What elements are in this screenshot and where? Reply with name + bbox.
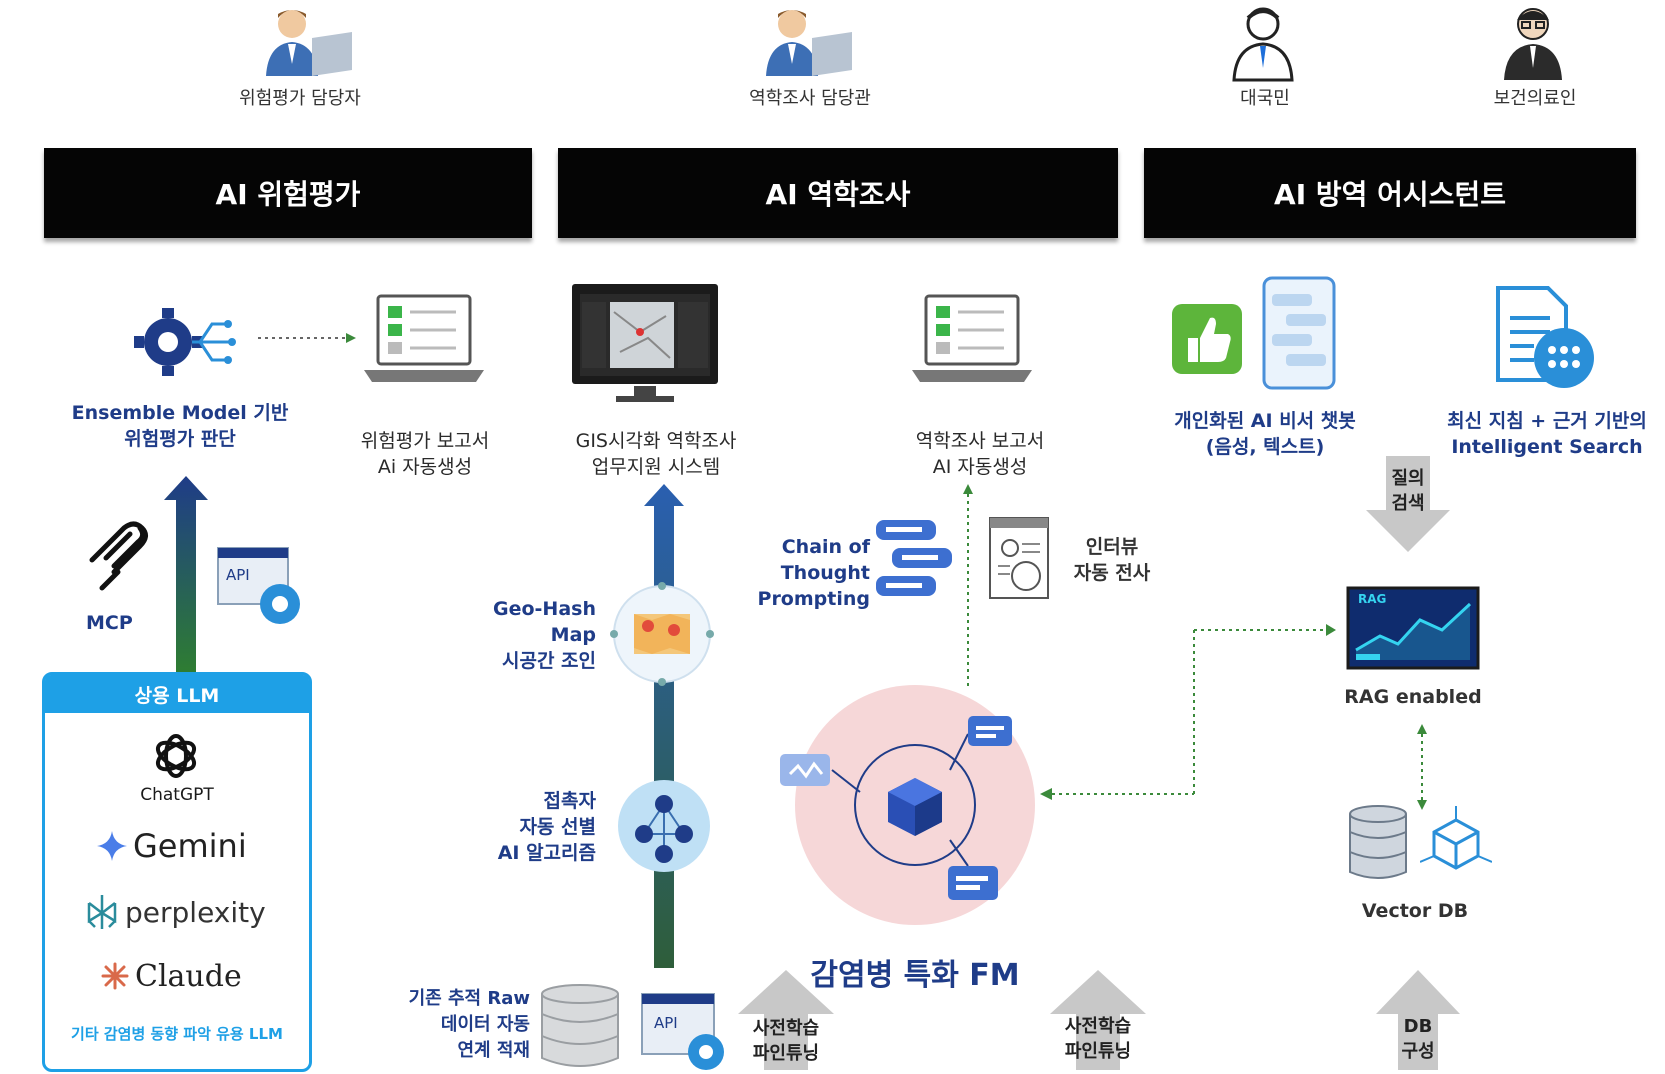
section-bar-assistant: AI 방역 어시스턴트 (1144, 148, 1636, 238)
claude-label: Claude (135, 958, 242, 994)
interview-doc-icon (986, 514, 1056, 604)
laptop-report-icon (364, 290, 484, 390)
dotted-connector (1040, 624, 1336, 800)
person-label: 보건의료인 (1493, 88, 1577, 109)
infectious-fm-hub (780, 670, 1050, 940)
api-gear-icon (640, 990, 740, 1070)
person-glasses-icon (1504, 8, 1562, 80)
chatbot-label: 개인화된 AI 비서 챗봇 (음성, 텍스트) (1174, 410, 1356, 458)
contact-label: 접촉자 자동 선별 AI 알고리즘 (497, 790, 596, 864)
person-label: 대국민 (1240, 88, 1290, 109)
dotted-double-arrow (1417, 724, 1427, 810)
person-risk-assessor (252, 4, 362, 84)
claude-burst-icon (101, 962, 129, 990)
pretrain-label: 사전학습 파인튜닝 (1064, 1016, 1132, 1062)
perplexity-label: perplexity (125, 895, 266, 929)
rag-screen-text: RAG (1358, 592, 1387, 606)
chat-bubbles-icon (872, 516, 956, 602)
llm-header: 상용 LLM (45, 675, 309, 713)
mcp-label: MCP (86, 612, 133, 634)
perplexity-logo: perplexity (85, 889, 305, 935)
laptop-report-icon (912, 290, 1032, 390)
rag-label: RAG enabled (1344, 686, 1482, 708)
gear-network-icon (130, 300, 240, 385)
person-medical (1498, 2, 1568, 82)
gray-up-arrow (1050, 970, 1146, 1070)
person-with-laptop-icon (266, 10, 352, 76)
green-up-arrow (644, 484, 684, 968)
llm-footer: 기타 감염병 동향 파악 유용 LLM (71, 1025, 283, 1043)
dotted-arrow (258, 333, 356, 343)
search-document-icon (1490, 284, 1600, 394)
pretrain-label: 사전학습 파인튜닝 (752, 1018, 820, 1064)
person-label: 역학조사 담당관 (749, 88, 871, 109)
chatgpt-icon (151, 731, 201, 781)
risk-report-label: 위험평가 보고서 Ai 자동생성 (360, 430, 490, 478)
cot-label: Chain of Thought Prompting (757, 536, 870, 610)
gemini-logo: Gemini (97, 823, 297, 869)
raw-data-label: 기존 추적 Raw 데이터 자동 연계 적재 (408, 988, 530, 1061)
mcp-icon (84, 514, 154, 594)
green-up-arrow (164, 476, 208, 672)
person-epidemiologist (752, 4, 862, 84)
interview-label: 인터뷰 자동 전사 (1073, 536, 1151, 584)
api-gear-icon (216, 544, 316, 624)
gemini-star-icon (97, 831, 127, 861)
vector-cube-icon (1419, 806, 1493, 878)
contact-network-icon (614, 776, 714, 876)
commercial-llm-box: 상용 LLM ChatGPT Gemini perplexity Claude … (42, 672, 312, 1072)
search-label: 최신 지침 + 근거 기반의 Intelligent Search (1447, 410, 1647, 458)
query-label: 질의 검색 (1391, 468, 1425, 514)
database-icon (538, 984, 622, 1070)
gray-up-arrow (738, 970, 834, 1070)
db-config-label: DB 구성 (1401, 1016, 1435, 1062)
claude-logo: Claude (101, 953, 301, 999)
vectordb-label: Vector DB (1361, 900, 1469, 922)
section-bar-epi: AI 역학조사 (558, 148, 1118, 238)
epi-report-label: 역학조사 보고서 AI 자동생성 (915, 430, 1045, 478)
rag-dashboard-icon (1346, 586, 1480, 670)
gis-monitor-icon (570, 282, 720, 406)
gemini-label: Gemini (133, 827, 247, 865)
gray-down-arrow (1366, 456, 1450, 552)
person-outline-icon (1232, 7, 1294, 82)
ensemble-label: Ensemble Model 기반 위험평가 판단 (71, 402, 289, 450)
section-bar-risk: AI 위험평가 (44, 148, 532, 238)
geohash-label: Geo-Hash Map 시공간 조인 (493, 598, 596, 672)
gray-up-arrow (1376, 970, 1460, 1070)
fm-label: 감염병 특화 FM (810, 958, 1020, 993)
gis-label: GIS시각화 역학조사 업무지원 시스템 (575, 430, 737, 478)
dotted-arrow (963, 484, 973, 690)
thumbs-up-icon (1170, 302, 1244, 376)
geohash-map-icon (608, 580, 716, 688)
person-with-laptop-icon (766, 10, 852, 76)
person-public (1228, 2, 1298, 82)
chat-phone-icon (1262, 276, 1336, 390)
database-stack-icon (1346, 804, 1410, 882)
person-label: 위험평가 담당자 (239, 88, 361, 109)
perplexity-icon (87, 895, 117, 929)
api-label: API (226, 566, 250, 584)
api-label: API (654, 1014, 678, 1032)
chatgpt-label: ChatGPT (140, 785, 214, 805)
